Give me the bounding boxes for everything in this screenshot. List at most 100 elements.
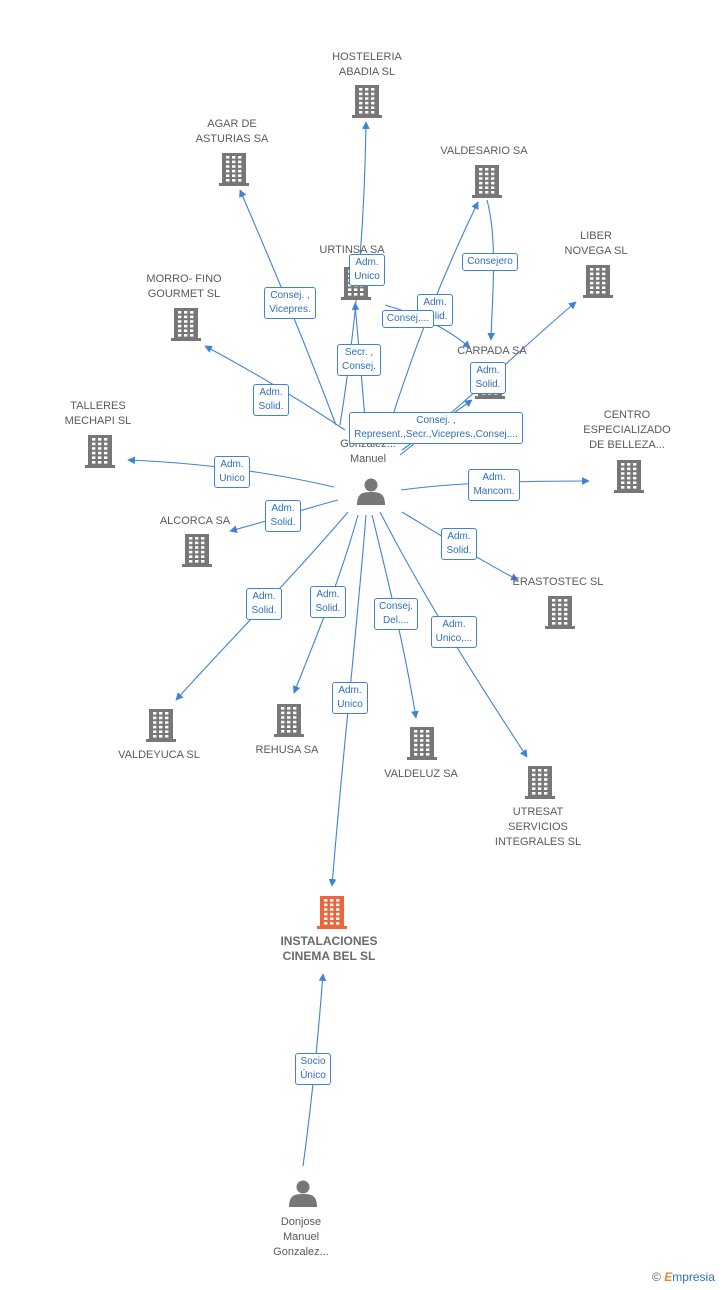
edge-label-person1-to-carpada[interactable]: Consej. ,Represent.,Secr.,Vicepres.,Cons… xyxy=(349,412,523,444)
edge-label-person1-to-instalaciones[interactable]: Adm.Unico xyxy=(332,682,368,714)
node-label-alcorca[interactable]: ALCORCA SA xyxy=(145,514,245,529)
building-icon[interactable] xyxy=(171,308,201,341)
window xyxy=(590,277,594,280)
window xyxy=(165,721,169,724)
window xyxy=(153,716,157,720)
window xyxy=(485,191,489,194)
brand-logo[interactable]: © Empresia xyxy=(652,1270,715,1284)
person-icon[interactable] xyxy=(289,1180,317,1208)
brand-initial: E xyxy=(664,1270,673,1284)
edge-label-person1-to-rehusa[interactable]: Adm.Solid. xyxy=(310,586,346,618)
edge-label-person1-to-hosteleria[interactable]: Adm.Unico xyxy=(349,254,385,286)
edge-label-person1-to-urtinsa[interactable]: Secr. ,Consej. xyxy=(337,344,381,376)
window xyxy=(538,787,542,790)
building-icon[interactable] xyxy=(317,896,347,929)
edge-label-person1-to-agar[interactable]: Consej. ,Vicepres. xyxy=(264,287,316,319)
edge-label-line: Del.... xyxy=(382,615,410,626)
window xyxy=(596,281,600,285)
window xyxy=(98,451,102,455)
building-icon[interactable] xyxy=(472,165,502,198)
building-icon-base xyxy=(341,297,371,300)
node-label-carpada[interactable]: CARPADA SA xyxy=(442,344,542,359)
node-label-urtinsa[interactable]: URTINSA SA xyxy=(302,243,402,258)
window xyxy=(232,179,236,182)
person-icon[interactable] xyxy=(357,478,385,506)
window xyxy=(491,186,495,189)
window xyxy=(596,277,600,280)
window xyxy=(293,725,297,728)
window xyxy=(190,320,194,323)
window xyxy=(420,743,424,747)
building-icon[interactable] xyxy=(85,435,115,468)
window xyxy=(165,735,169,738)
edge-label-line: Adm. xyxy=(271,503,295,514)
window xyxy=(602,286,606,289)
window xyxy=(371,101,375,105)
edge-label-line: Vicepres. xyxy=(269,304,311,315)
window xyxy=(92,461,96,464)
node-label-valdeluz[interactable]: VALDELUZ SA xyxy=(371,767,471,782)
building-icon[interactable] xyxy=(352,85,382,118)
window xyxy=(153,735,157,738)
window xyxy=(178,320,182,323)
edge-label-person1-to-erastostec[interactable]: Adm.Solid. xyxy=(441,528,477,560)
edge-label-person1-to-utresat[interactable]: Adm.Unico,... xyxy=(430,616,478,648)
window xyxy=(359,111,363,114)
window xyxy=(621,481,625,484)
window xyxy=(414,753,418,756)
edge-label-person1-to-morro[interactable]: Adm.Solid. xyxy=(253,384,289,416)
edge-label-urtinsa-to-carpada[interactable]: Consej.... xyxy=(381,310,435,328)
edge-label-person1-to-talleres[interactable]: Adm.Unico xyxy=(214,456,250,488)
window xyxy=(159,721,163,724)
building-icon[interactable] xyxy=(583,265,613,298)
edge-label-person1-to-valdeluz[interactable]: Consej.Del.... xyxy=(374,598,418,630)
building-icon[interactable] xyxy=(407,727,437,760)
window xyxy=(621,486,625,489)
node-label-erastostec[interactable]: ERASTOSTEC SL xyxy=(503,575,613,590)
building-icon[interactable] xyxy=(525,766,555,799)
node-label-rehusa[interactable]: REHUSA SA xyxy=(237,743,337,758)
window xyxy=(104,451,108,455)
edge-label-person1-to-liber[interactable]: Adm.Solid. xyxy=(470,362,506,394)
window xyxy=(426,748,430,751)
window xyxy=(552,617,556,620)
window xyxy=(104,442,108,446)
edge-label-person1-to-valdeyuca[interactable]: Adm.Solid. xyxy=(246,588,282,620)
window xyxy=(479,168,483,171)
window xyxy=(596,291,600,294)
window xyxy=(232,156,236,159)
window xyxy=(336,899,340,902)
edge-label-person1-to-centro[interactable]: Adm.Mancom. xyxy=(468,469,520,501)
window xyxy=(184,320,188,323)
icons-layer xyxy=(85,85,644,1207)
window xyxy=(491,168,495,171)
building-icon[interactable] xyxy=(545,596,575,629)
building-icon[interactable] xyxy=(274,704,304,737)
window xyxy=(293,720,297,724)
building-icon[interactable] xyxy=(146,709,176,742)
building-icon[interactable] xyxy=(182,534,212,567)
building-icon-base xyxy=(352,115,382,118)
edge-label-line: Adm. xyxy=(447,531,471,542)
building-icon[interactable] xyxy=(219,153,249,186)
edge-label-person1-to-alcorca[interactable]: Adm.Solid. xyxy=(265,500,301,532)
edge-label-valdesario-to-carpada[interactable]: Consejero xyxy=(462,253,518,271)
window xyxy=(159,730,163,733)
node-label-valdesario[interactable]: VALDESARIO SA xyxy=(424,144,544,159)
building-icon[interactable] xyxy=(614,460,644,493)
node-label-valdeyuca[interactable]: VALDEYUCA SL xyxy=(104,748,214,763)
window xyxy=(184,329,188,332)
window xyxy=(324,899,328,902)
window xyxy=(426,743,430,747)
person-icon-body xyxy=(357,492,385,505)
